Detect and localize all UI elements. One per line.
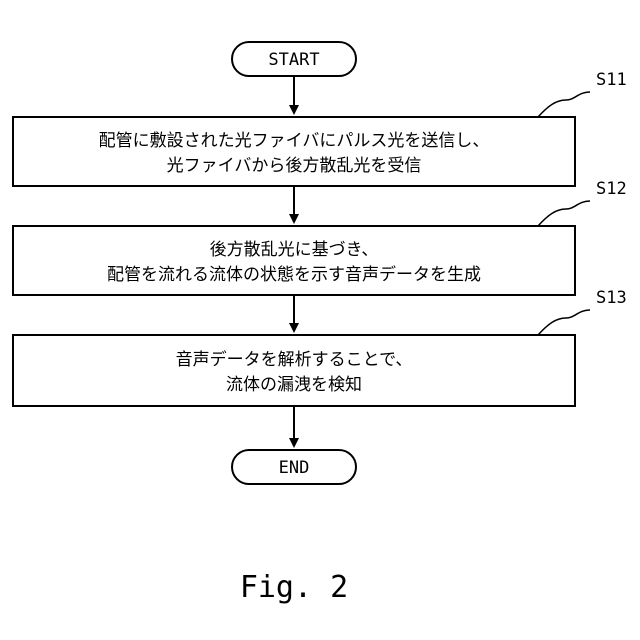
step-s12-leader (538, 201, 590, 226)
step-s11-label: S11 (596, 70, 627, 90)
start-terminal: START (232, 42, 356, 76)
step-s11-line-2: 光ファイバから後方散乱光を受信 (167, 156, 422, 176)
step-s12: 後方散乱光に基づき、 配管を流れる流体の状態を示す音声データを生成 (13, 226, 575, 295)
step-s11: 配管に敷設された光ファイバにパルス光を送信し、 光ファイバから後方散乱光を受信 (13, 117, 575, 186)
step-s12-line-2: 配管を流れる流体の状態を示す音声データを生成 (107, 264, 481, 285)
step-s13-label: S13 (596, 288, 627, 308)
step-s13-line-2: 流体の漏洩を検知 (226, 375, 362, 395)
step-s13-line-1: 音声データを解析することで、 (176, 349, 413, 370)
step-s13: 音声データを解析することで、 流体の漏洩を検知 (13, 335, 575, 406)
step-s13-leader (538, 310, 590, 335)
step-s12-line-1: 後方散乱光に基づき、 (210, 240, 379, 260)
end-terminal: END (232, 450, 356, 484)
step-s12-label: S12 (596, 179, 627, 199)
step-s11-leader (538, 92, 590, 117)
figure-caption: Fig. 2 (240, 570, 348, 605)
start-label: START (268, 50, 319, 70)
end-label: END (279, 458, 310, 478)
step-s11-line-1: 配管に敷設された光ファイバにパルス光を送信し、 (99, 131, 490, 151)
